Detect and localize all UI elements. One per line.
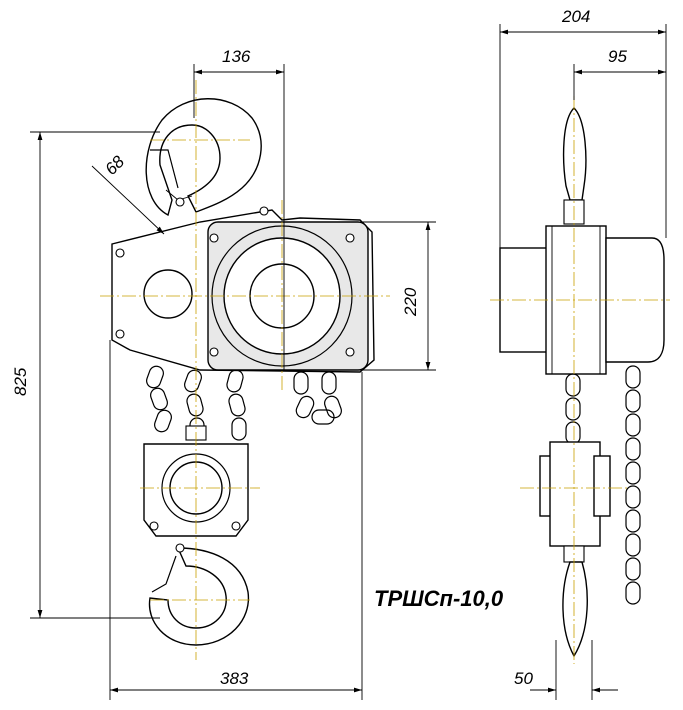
dim-total-height: 825 xyxy=(11,367,30,396)
dim-hook-width: 136 xyxy=(222,47,251,66)
top-hook xyxy=(145,98,262,217)
side-bottom-hook xyxy=(562,561,588,658)
side-dimensions xyxy=(499,24,667,700)
front-chains xyxy=(146,365,342,441)
dim-bottom-offset: 50 xyxy=(514,669,533,688)
bolt xyxy=(149,521,159,531)
bolt xyxy=(209,233,219,243)
side-lower-block xyxy=(549,441,601,547)
bolt xyxy=(259,206,269,216)
dim-side-offset: 95 xyxy=(608,47,627,66)
side-chains xyxy=(565,365,641,605)
bolt xyxy=(175,197,185,207)
side-top-hook xyxy=(562,107,587,201)
dim-hook-opening: 68 xyxy=(101,152,128,179)
bolt xyxy=(175,543,185,553)
front-view xyxy=(100,80,390,660)
bolt xyxy=(115,248,125,258)
side-lower-block-right xyxy=(593,455,611,517)
bolt xyxy=(209,347,219,357)
bolt xyxy=(345,347,355,357)
dim-body-height: 220 xyxy=(401,287,420,317)
bolt xyxy=(115,329,125,339)
bolt xyxy=(231,521,241,531)
front-dimensions xyxy=(30,64,436,700)
side-hole xyxy=(143,269,193,319)
dim-total-width: 383 xyxy=(220,669,249,688)
bottom-hook xyxy=(148,547,250,646)
bolt xyxy=(345,233,355,243)
dim-side-width: 204 xyxy=(561,7,590,26)
model-label: ТРШСп-10,0 xyxy=(374,586,504,611)
bottom-hook-latch xyxy=(151,555,177,593)
side-view xyxy=(490,96,670,664)
